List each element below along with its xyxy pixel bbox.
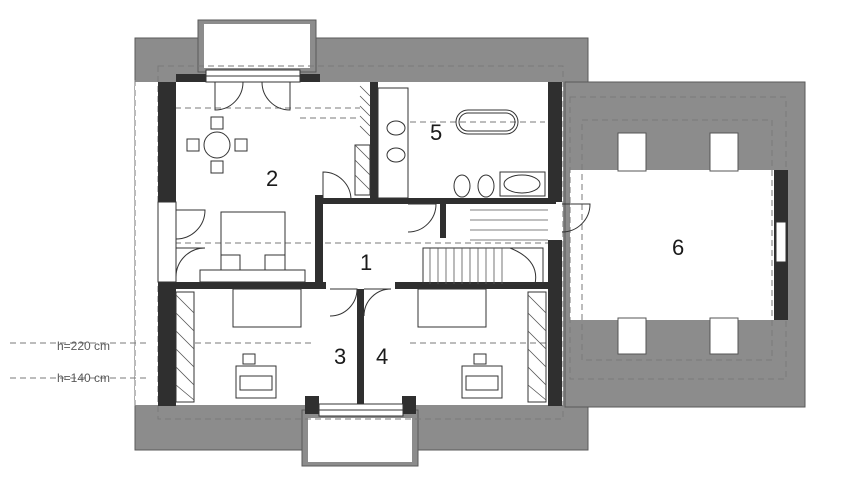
wall-corridor-left xyxy=(315,195,323,285)
room-number-6: 6 xyxy=(672,235,684,260)
bottom-dormer-inner xyxy=(308,418,412,462)
room-number-3: 3 xyxy=(334,344,346,369)
room-3-furniture xyxy=(175,288,302,403)
room-number-1: 1 xyxy=(360,250,372,275)
wall-right-upper xyxy=(548,82,562,202)
wall-4-top xyxy=(395,282,555,289)
doors xyxy=(175,81,591,317)
annex-floor xyxy=(570,170,775,320)
room-number-2: 2 xyxy=(266,166,278,191)
height-label-140: h=140 cm xyxy=(57,371,110,385)
room-number-4: 4 xyxy=(376,344,388,369)
walls xyxy=(158,74,788,414)
windows xyxy=(157,69,787,417)
wall-bath-bottom xyxy=(446,198,556,204)
wall-left-upper xyxy=(158,82,176,202)
wall-bottom-1 xyxy=(305,396,319,414)
wall-top-1 xyxy=(176,74,206,82)
wall-3-4 xyxy=(357,289,364,407)
height-label-220: h=220 cm xyxy=(57,339,110,353)
left-floor-strip xyxy=(135,82,158,405)
wall-left-lower xyxy=(158,282,176,406)
room-5-bathroom xyxy=(354,85,546,199)
wall-3-top xyxy=(176,282,326,289)
room-4-furniture xyxy=(417,288,547,403)
wall-corridor-top xyxy=(323,198,443,204)
wall-top-2 xyxy=(300,74,320,82)
wall-bottom-2 xyxy=(402,396,416,414)
wall-stair-left xyxy=(440,198,446,238)
height-lines xyxy=(10,65,787,420)
wall-2-5 xyxy=(370,82,378,200)
wall-right-lower xyxy=(548,240,562,406)
stairs xyxy=(422,209,548,285)
room-number-5: 5 xyxy=(430,120,442,145)
top-dormer-inner xyxy=(204,24,310,68)
skylights xyxy=(617,132,739,355)
room-2-furniture xyxy=(186,116,306,283)
